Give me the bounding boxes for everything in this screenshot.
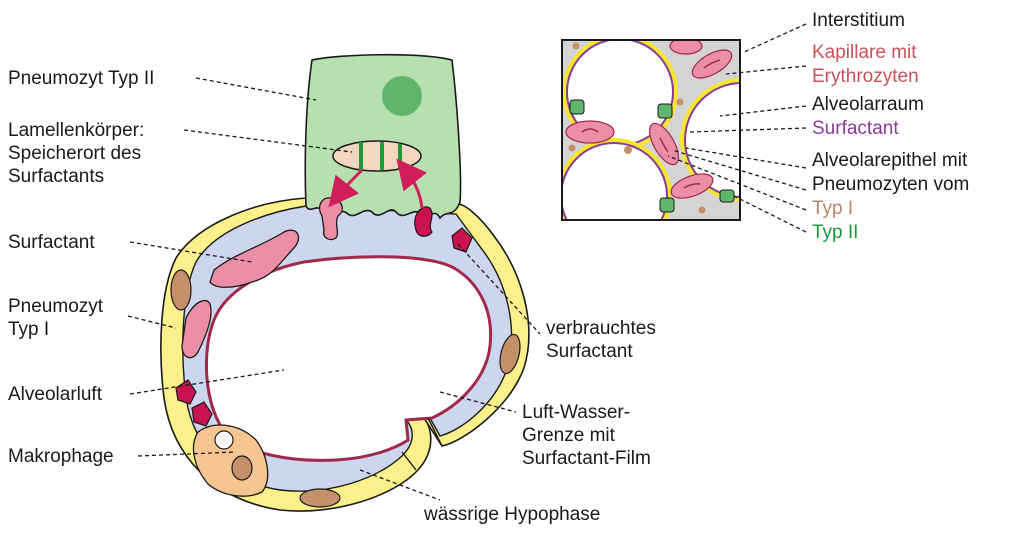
opening-edge-left [401,451,417,471]
secretion-arrow-left [328,168,364,208]
typ1-nucleus-bottom [299,488,341,508]
label-interstitium: Interstitium [812,10,905,31]
label-makrophage: Makrophage [8,446,114,467]
label-pneumozyt-typ1-1: Pneumozyt [8,296,104,317]
inset-typ1-nucleus [676,98,684,106]
opening-edge-right [427,417,443,447]
typ1-nucleus-right [499,333,521,375]
inset-alveolus [680,78,740,202]
label-epithel-2: Pneumozyten vom [812,174,969,195]
inset-typ2-cell [719,189,735,203]
alveolar-lumen [205,255,493,462]
label-lamellenkoerper-3: Surfactants [8,166,104,187]
label-lamellenkoerper-2: Speicherort des [8,143,141,164]
label-kapillare-2: Erythrozyten [812,66,919,87]
typ1-nucleus-left [170,269,192,311]
inset-typ1-nucleus [698,206,706,214]
used-surfactant-left-2 [191,401,213,427]
label-lamellenkoerper-1: Lamellenkörper: [8,120,144,141]
inset-erythrocyte [691,49,733,79]
label-grenze-3: Surfactant-Film [522,448,651,469]
inset-typ2-cell [657,103,673,119]
label-pneumozyt-typ1-2: Typ I [8,319,49,340]
macrophage-nucleus [231,455,253,481]
label-inset-surfactant: Surfactant [812,118,899,139]
inset-typ1-nucleus [572,42,580,50]
pneumozyt-typ2-cell [304,53,462,220]
inset-typ1-nucleus [568,144,576,152]
lamellar-body [332,140,422,172]
inset-erythrocyte [649,122,679,166]
surfactant-blob-left [181,299,212,359]
inset-erythrocyte [565,120,615,144]
label-typ1: Typ I [812,198,853,219]
label-epithel-1: Alveolarepithel mit [812,150,968,171]
label-alveolarraum: Alveolarraum [812,94,924,115]
label-grenze-2: Grenze mit [522,425,616,446]
label-verbraucht-1: verbrauchtes [546,318,656,339]
label-pneumozyt-typ2: Pneumozyt Typ II [8,68,154,89]
surfactant-blob-large [209,229,300,288]
label-grenze-1: Luft-Wasser- [522,402,630,423]
inset-erythrocyte [670,173,714,199]
label-typ2: Typ II [812,222,858,243]
label-kapillare-1: Kapillare mit [812,42,917,63]
exocytosis-surfactant-right [414,206,433,237]
inset-typ1-nucleus [624,146,632,154]
inset-leader-lines [667,23,807,233]
label-surfactant: Surfactant [8,232,95,253]
leader-lines [127,77,541,501]
label-alveolarluft: Alveolarluft [8,384,103,405]
secretion-arrow-right [396,158,427,209]
inset-panel [561,39,741,221]
exocytosis-surfactant-left [318,197,343,241]
label-hypophase: wässrige Hypophase [423,504,600,525]
inset-typ2-cell [569,99,585,115]
inset-erythrocyte [669,40,703,55]
inset-typ2-cell [659,197,675,213]
used-surfactant-right [451,227,473,253]
typ2-nucleus [382,76,422,116]
macrophage [192,424,269,497]
inset-alveolus [562,138,672,220]
macrophage-vacuole [214,430,234,450]
label-verbraucht-2: Surfactant [546,341,633,362]
